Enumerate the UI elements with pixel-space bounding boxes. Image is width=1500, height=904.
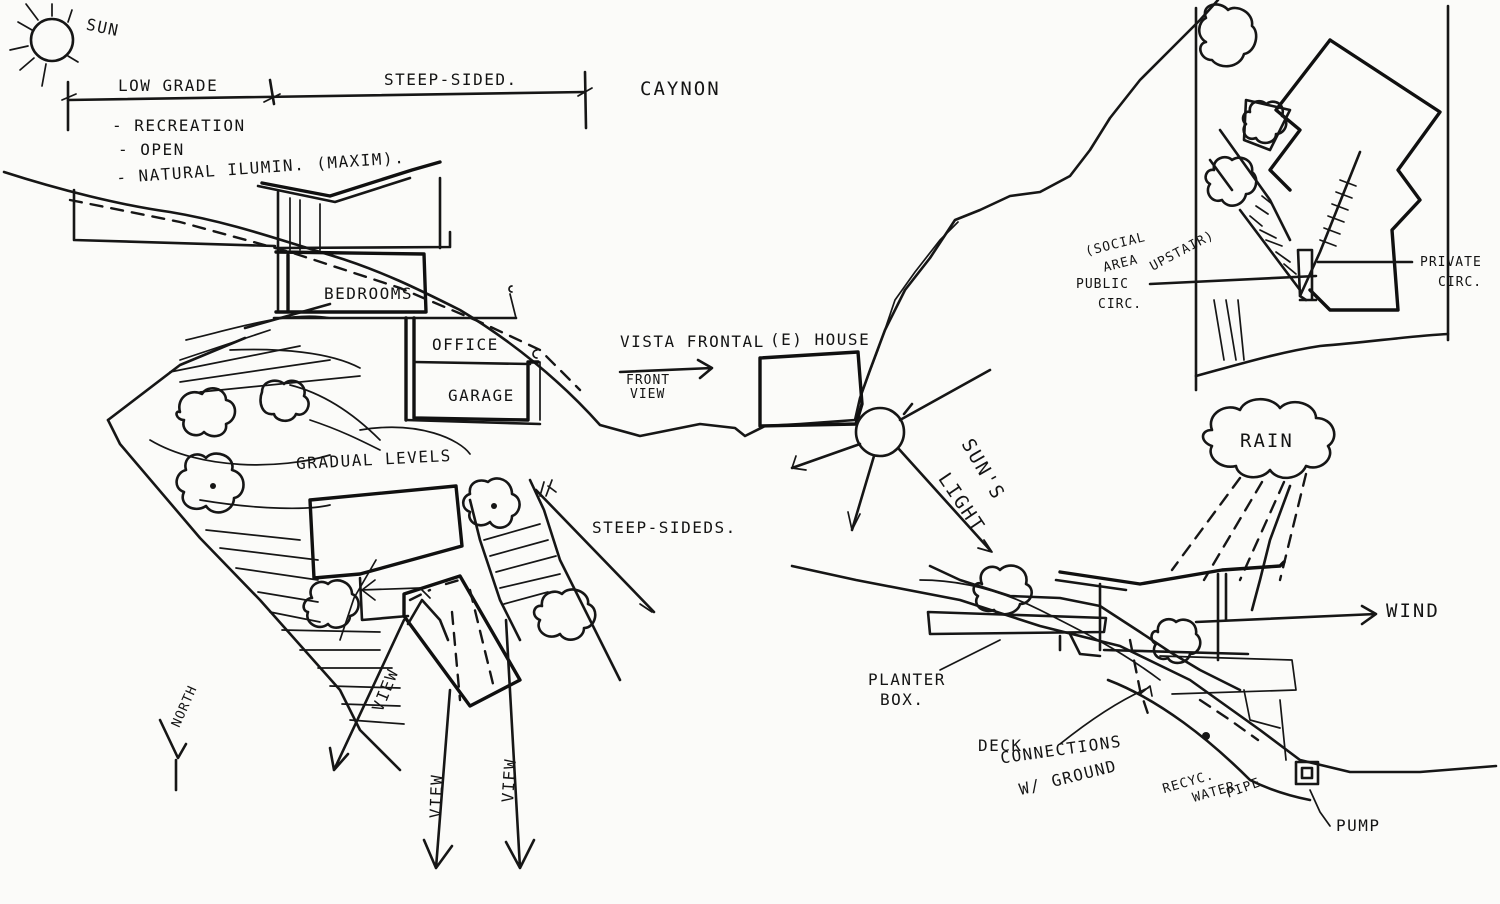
- open-label: - OPEN: [118, 140, 185, 159]
- wind-arrow: [1194, 604, 1378, 626]
- office-label: OFFICE: [432, 335, 499, 354]
- leader-lines: [939, 639, 1331, 827]
- north-arrow: [158, 718, 188, 792]
- hill-section: [790, 560, 1498, 802]
- private-circ-label: PRIVATE: [1420, 255, 1482, 270]
- steep-sideds-label: STEEP-SIDEDS.: [592, 518, 737, 537]
- sun-compass-icon: [790, 368, 993, 553]
- front-label: FRONT: [626, 373, 671, 388]
- existing-house: [758, 350, 864, 428]
- private-circ-label-2: CIRC.: [1438, 275, 1483, 290]
- planter-box-label: PLANTER: [868, 670, 946, 689]
- floor-plan: [1148, 3, 1450, 392]
- dimension-line: [61, 70, 593, 132]
- section-terrain: [2, 0, 1220, 438]
- public-circ-label: PUBLIC: [1076, 277, 1129, 292]
- tree-icons: [175, 379, 597, 641]
- front-view-arrow: [618, 358, 714, 380]
- view-label: VIEW: [630, 387, 666, 402]
- steep-sided-label: STEEP-SIDED.: [384, 70, 518, 89]
- vista-frontal-label: VISTA FRONTAL: [620, 332, 765, 351]
- recreation-label: - RECREATION: [112, 116, 246, 135]
- planter-box-label-2: BOX.: [880, 690, 925, 709]
- wind-label: WIND: [1386, 600, 1440, 622]
- view-label-2: VIEW: [426, 773, 447, 819]
- house-section: [256, 160, 542, 426]
- existing-house-label: (E) HOUSE: [770, 330, 871, 349]
- rain-cloud-icon: [1170, 397, 1336, 612]
- caynon-label: CAYNON: [640, 78, 721, 100]
- deck-label: DECK: [978, 736, 1023, 755]
- pump-label: PUMP: [1336, 816, 1381, 835]
- house-section-dashed: [68, 198, 582, 392]
- rain-label: RAIN: [1240, 430, 1294, 452]
- view-label-3: VIEW: [498, 757, 521, 804]
- sun-icon: [9, 3, 79, 87]
- low-grade-label: LOW GRADE: [118, 76, 219, 95]
- garage-label: GARAGE: [448, 386, 515, 405]
- site-plan: [106, 302, 656, 772]
- bedrooms-label: BEDROOMS: [324, 284, 414, 303]
- public-circ-label-2: CIRC.: [1098, 297, 1143, 312]
